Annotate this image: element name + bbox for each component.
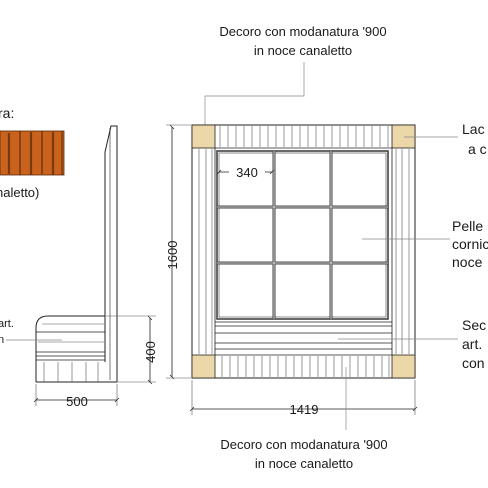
top-rail-flutes [219,126,389,147]
right-pelle-line2: cornic [452,236,488,252]
side-back-profile [104,125,118,383]
right-lacquer-line1: Lac [462,121,485,137]
dim-seat-depth: 500 [66,394,88,409]
top-label-line2: in noce canaletto [254,43,352,58]
corner-block-bl [191,354,216,379]
bottom-rail-flutes [221,356,390,377]
corner-block-br [391,354,416,379]
dim-seat-height: 400 [143,341,158,363]
corner-block-tr [391,124,416,149]
corner-block-tl [191,124,216,149]
front-panel [191,124,416,379]
right-lacquer-line2: a c [468,141,487,157]
side-view [35,125,118,383]
right-stile-flutes [395,149,410,354]
right-seat-line3: con [462,355,485,371]
bottom-label-line1: Decoro con modanatura '900 [220,437,387,452]
dim-panel-height: 1600 [165,241,180,270]
right-seat-line2: art. [462,336,482,352]
left-seat-label-line2: n [0,334,4,346]
swatch-caption: naletto) [0,185,39,200]
glass-grid [216,150,389,320]
top-label-line1: Decoro con modanatura '900 [219,24,386,39]
side-seat-profile [35,315,105,382]
dim-glass-cell: 340 [236,165,258,180]
right-seat-line1: Sec [462,317,486,333]
left-stile-flutes [198,149,213,354]
bottom-label-line2: in noce canaletto [255,456,353,471]
right-pelle-line3: noce [452,254,483,270]
right-pelle-line1: Pelle [452,218,483,234]
left-seat-label-line1: art. [0,318,14,330]
wood-swatch [0,130,65,176]
dim-panel-width: 1419 [290,402,319,417]
swatch-title: ra: [0,105,14,121]
